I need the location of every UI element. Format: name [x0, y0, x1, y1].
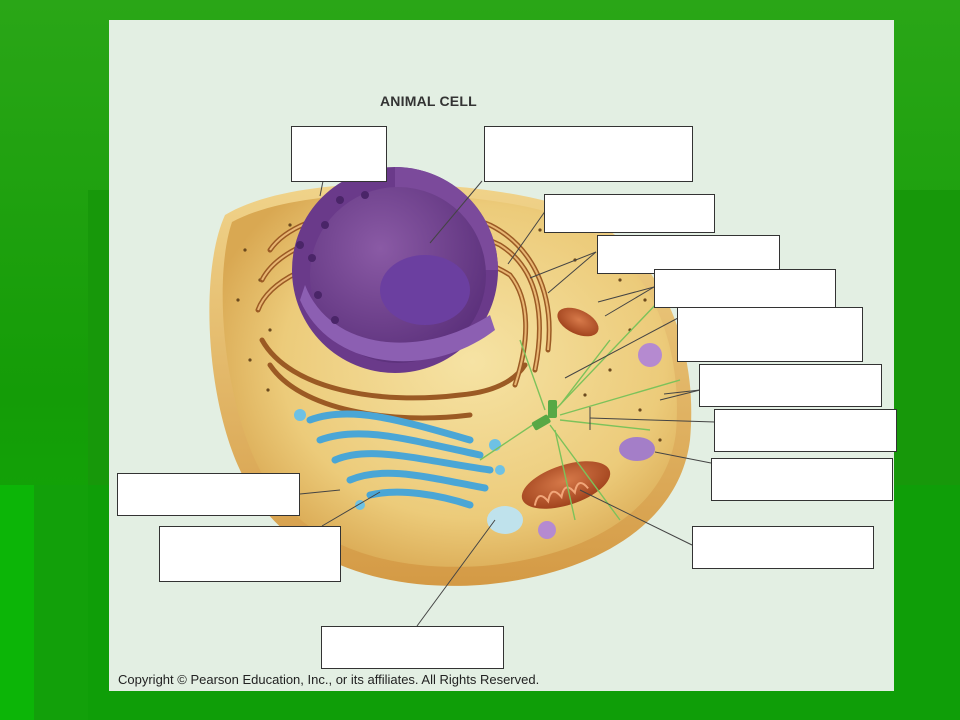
label-box-nucleus[interactable]	[484, 126, 693, 182]
nuclear-pores	[296, 191, 369, 324]
diagram-title: ANIMAL CELL	[380, 93, 477, 109]
label-box-lysosome[interactable]	[711, 458, 893, 501]
golgi-apparatus	[306, 410, 494, 509]
peroxisome	[619, 437, 655, 461]
label-box-golgi-apparatus[interactable]	[159, 526, 341, 582]
lysosome	[638, 343, 662, 367]
label-box-vacuole[interactable]	[321, 626, 504, 669]
label-box-centrioles[interactable]	[714, 409, 897, 452]
label-box-nuclear-envelope[interactable]	[544, 194, 715, 233]
label-box-rough-er[interactable]	[597, 235, 780, 274]
label-box-mitochondrion[interactable]	[692, 526, 874, 569]
mitochondrion	[557, 307, 599, 337]
label-box-cell-membrane[interactable]	[291, 126, 387, 182]
lysosome	[538, 521, 556, 539]
copyright-notice: Copyright © Pearson Education, Inc., or …	[118, 672, 540, 687]
label-box-ribosome[interactable]	[677, 307, 863, 362]
label-box-cytoskeleton[interactable]	[699, 364, 882, 407]
centrioles	[531, 400, 557, 431]
nucleus	[292, 167, 498, 373]
label-box-vesicle[interactable]	[117, 473, 300, 516]
leader-lines	[299, 180, 716, 627]
vacuole	[487, 506, 523, 534]
label-box-smooth-er[interactable]	[654, 269, 836, 308]
